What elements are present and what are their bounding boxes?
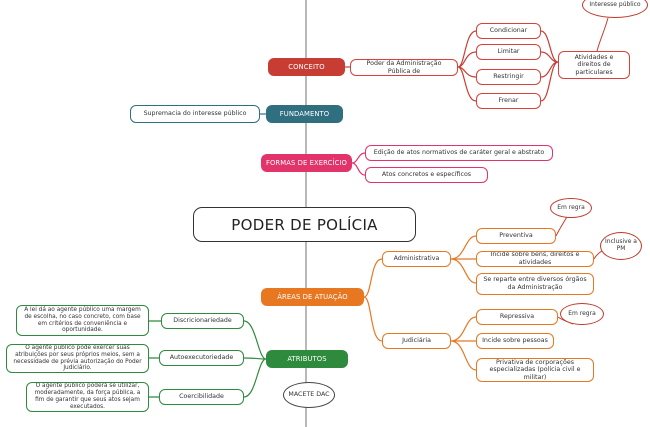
verb-condicionar: Condicionar [476, 23, 541, 39]
attr-desc-autoexecutoriedade: O agente público pode exercer suas atrib… [6, 344, 149, 373]
atributos-branches [243, 320, 267, 398]
attr-coercibilidade: Coercibilidade [159, 389, 244, 405]
jud-incide-pessoas: Incide sobre pessoas [476, 333, 554, 349]
judiciaria-branches [450, 316, 477, 371]
jud-privativa: Privativa de corporações especializadas … [476, 358, 594, 382]
verb-frenar: Frenar [476, 93, 541, 109]
administrativa-node: Administrativa [382, 251, 451, 267]
conceito-target: Atividades e direitos de particulares [558, 51, 630, 79]
adm-orgaos: Se reparte entre diversos órgãos da Admi… [476, 273, 594, 295]
cloud-inclusive-pm: Inclusive a PM [600, 232, 642, 260]
adm-incide-bens: Incide sobre bens, direitos e atividades [476, 251, 594, 267]
cloud-em-regra-1: Em regra [550, 198, 592, 218]
attr-desc-discricionariedade: A lei dá ao agente público uma margem de… [16, 305, 149, 336]
areas-hub: ÁREAS DE ATUAÇÃO [261, 288, 364, 306]
cloud-macete-dac: MACETE DAC [283, 382, 335, 408]
cloud-em-regra-2: Em regra [560, 303, 604, 325]
formas-item-1: Edição de atos normativos de caráter ger… [365, 145, 553, 161]
fundamento-hub: FUNDAMENTO [266, 105, 343, 123]
main-title: PODER DE POLÍCIA [193, 207, 416, 242]
fundamento-text: Supremacia do interesse público [130, 105, 260, 123]
judiciaria-node: Judiciária [382, 333, 451, 349]
attr-desc-coercibilidade: O agente público poderá se utilizar, mod… [26, 382, 149, 412]
jud-repressiva: Repressiva [476, 309, 558, 325]
attr-discricionariedade: Discricionariedade [161, 313, 244, 329]
areas-branches [363, 258, 383, 342]
cloud-tail-2 [555, 214, 569, 237]
formas-hub: FORMAS DE EXERCÍCIO [261, 154, 352, 172]
adm-preventiva: Preventiva [476, 228, 556, 244]
formas-branches [351, 152, 366, 176]
atributos-hub: ATRIBUTOS [266, 350, 348, 368]
cloud-tail-1 [596, 17, 609, 52]
formas-item-2: Atos concretos e específicos [365, 167, 488, 183]
verb-limitar: Limitar [476, 44, 541, 60]
conceito-merge [540, 30, 559, 102]
conceito-branches [457, 30, 477, 102]
attr-autoexecutoriedade: Autoexecutoriedade [159, 350, 244, 366]
administrativa-branches [450, 235, 477, 284]
conceito-hub: CONCEITO [268, 58, 345, 76]
verb-restringir: Restringir [476, 69, 541, 85]
conceito-definition: Poder da Administração Pública de [350, 59, 458, 76]
atributos-desc-links [149, 320, 161, 398]
